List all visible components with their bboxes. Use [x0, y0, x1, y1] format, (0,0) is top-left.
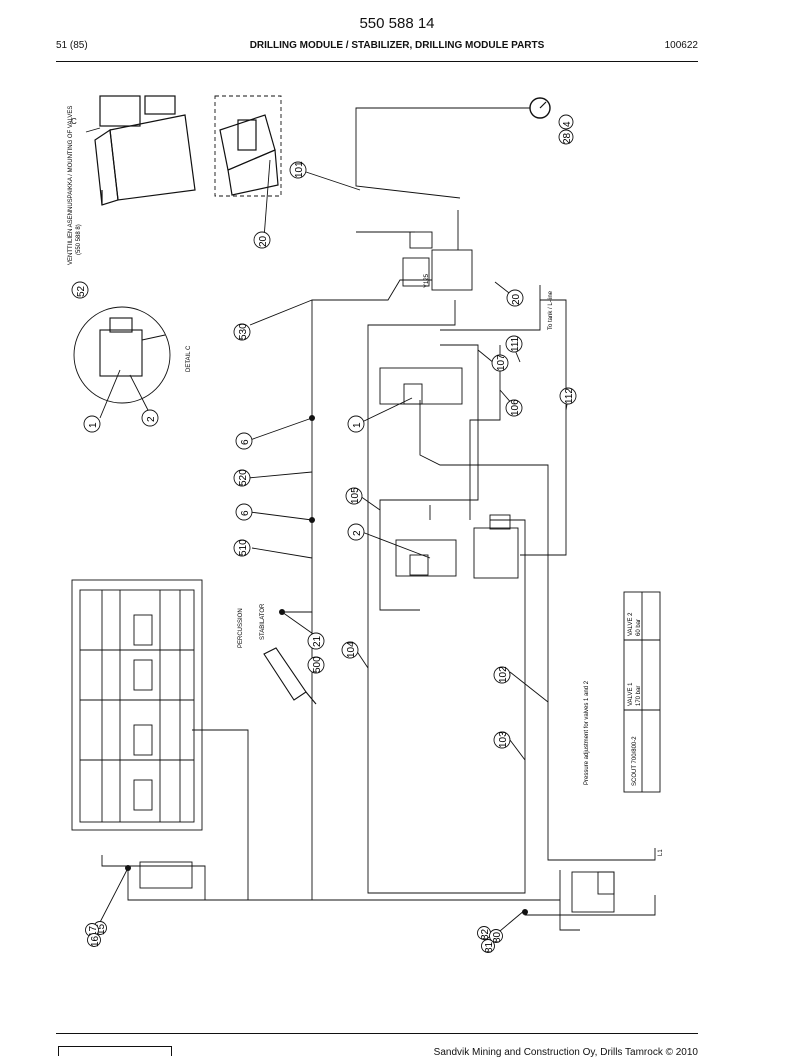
svg-text:520: 520 [238, 469, 249, 486]
svg-text:104: 104 [346, 641, 357, 658]
svg-text:6: 6 [240, 510, 251, 516]
svg-text:52: 52 [76, 285, 87, 297]
stabilator-label: STABILATOR [260, 603, 266, 640]
svg-text:4: 4 [562, 121, 573, 127]
iso-view-module [94, 95, 196, 206]
svg-text:28: 28 [562, 132, 573, 144]
line-l1-label: L1 [658, 849, 664, 856]
svg-text:103: 103 [498, 731, 509, 748]
svg-text:17: 17 [88, 925, 99, 937]
callout-20-manifold: 20 [506, 289, 524, 307]
callout-6-lower: 6 [235, 503, 253, 521]
callout-510: 510 [233, 539, 251, 557]
callout-4: 4 [558, 114, 574, 130]
svg-text:2: 2 [352, 530, 363, 536]
callout-105: 105 [345, 487, 363, 505]
pressure-adjustment-note: Pressure adjustment for valves 1 and 2 [584, 680, 590, 785]
svg-text:6: 6 [240, 439, 251, 445]
callout-52: 52 [71, 281, 89, 299]
callout-111: 111 [505, 335, 523, 353]
detail-c-view [99, 317, 166, 377]
detail-letter: C [71, 117, 77, 126]
svg-text:112: 112 [564, 388, 575, 404]
junction-dots [125, 415, 528, 915]
svg-text:111: 111 [510, 336, 521, 352]
callout-2-detail: 2 [141, 409, 159, 427]
callout-104: 104 [341, 641, 359, 659]
callout-16: 16 [87, 933, 101, 947]
callout-81: 81 [481, 939, 495, 953]
sandvik-logo [58, 1046, 172, 1056]
callout-1-detail: 1 [83, 415, 101, 433]
callout-2-valve: 2 [347, 523, 365, 541]
callout-28: 28 [558, 129, 574, 145]
diagram-lines [71, 95, 661, 937]
svg-text:80: 80 [492, 931, 503, 943]
page-indicator: 51 (85) [56, 40, 88, 51]
callout-1-valve: 1 [347, 415, 365, 433]
svg-text:15: 15 [96, 923, 107, 935]
to-tank-line-note: To tank / L-line [548, 290, 554, 330]
svg-text:16: 16 [90, 935, 101, 947]
svg-text:102: 102 [498, 666, 509, 683]
footer-rule [56, 1033, 698, 1034]
svg-text:500: 500 [312, 656, 323, 673]
callout-530: 530 [233, 323, 251, 341]
callout-80: 80 [489, 929, 503, 943]
table-model: SCOUT 700/800-2 [632, 736, 638, 786]
valves-mounting-note: VENTTIILIEN ASENNUSPAIKKA / MOUNTING OF … [68, 106, 74, 265]
header-rule [56, 61, 698, 62]
svg-text:1: 1 [88, 422, 99, 428]
svg-text:105: 105 [350, 487, 361, 504]
callout-82: 82 [477, 926, 491, 940]
callout-21: 21 [307, 632, 325, 650]
svg-text:82: 82 [480, 928, 491, 940]
table-valve2-label: VALVE 2 [628, 612, 634, 636]
callout-112: 112 [559, 387, 577, 405]
callout-20-valves: 20 [253, 231, 271, 249]
callout-520: 520 [233, 469, 251, 487]
svg-text:81: 81 [484, 941, 495, 953]
svg-text:2: 2 [146, 416, 157, 422]
svg-text:1: 1 [352, 422, 363, 428]
svg-text:510: 510 [238, 539, 249, 556]
callout-101: 101 [289, 161, 307, 179]
table-valve2-value: 60 bar [636, 619, 642, 636]
svg-text:21: 21 [312, 635, 323, 647]
svg-text:20: 20 [511, 293, 522, 305]
callout-103: 103 [493, 731, 511, 749]
svg-text:20: 20 [258, 235, 269, 247]
percussion-label: PERCUSSION [238, 608, 244, 648]
page-title: DRILLING MODULE / STABILIZER, DRILLING M… [249, 40, 545, 51]
svg-text:530: 530 [238, 323, 249, 340]
svg-text:107: 107 [496, 354, 507, 371]
svg-text:106: 106 [510, 399, 521, 416]
callout-500: 500 [307, 656, 325, 674]
document-number: 550 588 14 [359, 15, 435, 32]
table-valve1-value: 170 bar [636, 686, 642, 706]
svg-text:101: 101 [294, 161, 305, 178]
document-date: 100622 [664, 40, 698, 51]
iso-view-valves [219, 114, 279, 196]
detail-label: DETAIL C [186, 345, 192, 372]
callout-106: 106 [505, 399, 523, 417]
valves-part-number: (550 588 8) [76, 224, 82, 255]
valve-y125-label: Y125 [424, 273, 430, 288]
callout-6-upper: 6 [235, 432, 253, 450]
callout-102: 102 [493, 666, 511, 684]
callout-107: 107 [491, 354, 509, 372]
stabilator-cylinder [263, 647, 317, 705]
table-valve1-label: VALVE 1 [628, 682, 634, 706]
